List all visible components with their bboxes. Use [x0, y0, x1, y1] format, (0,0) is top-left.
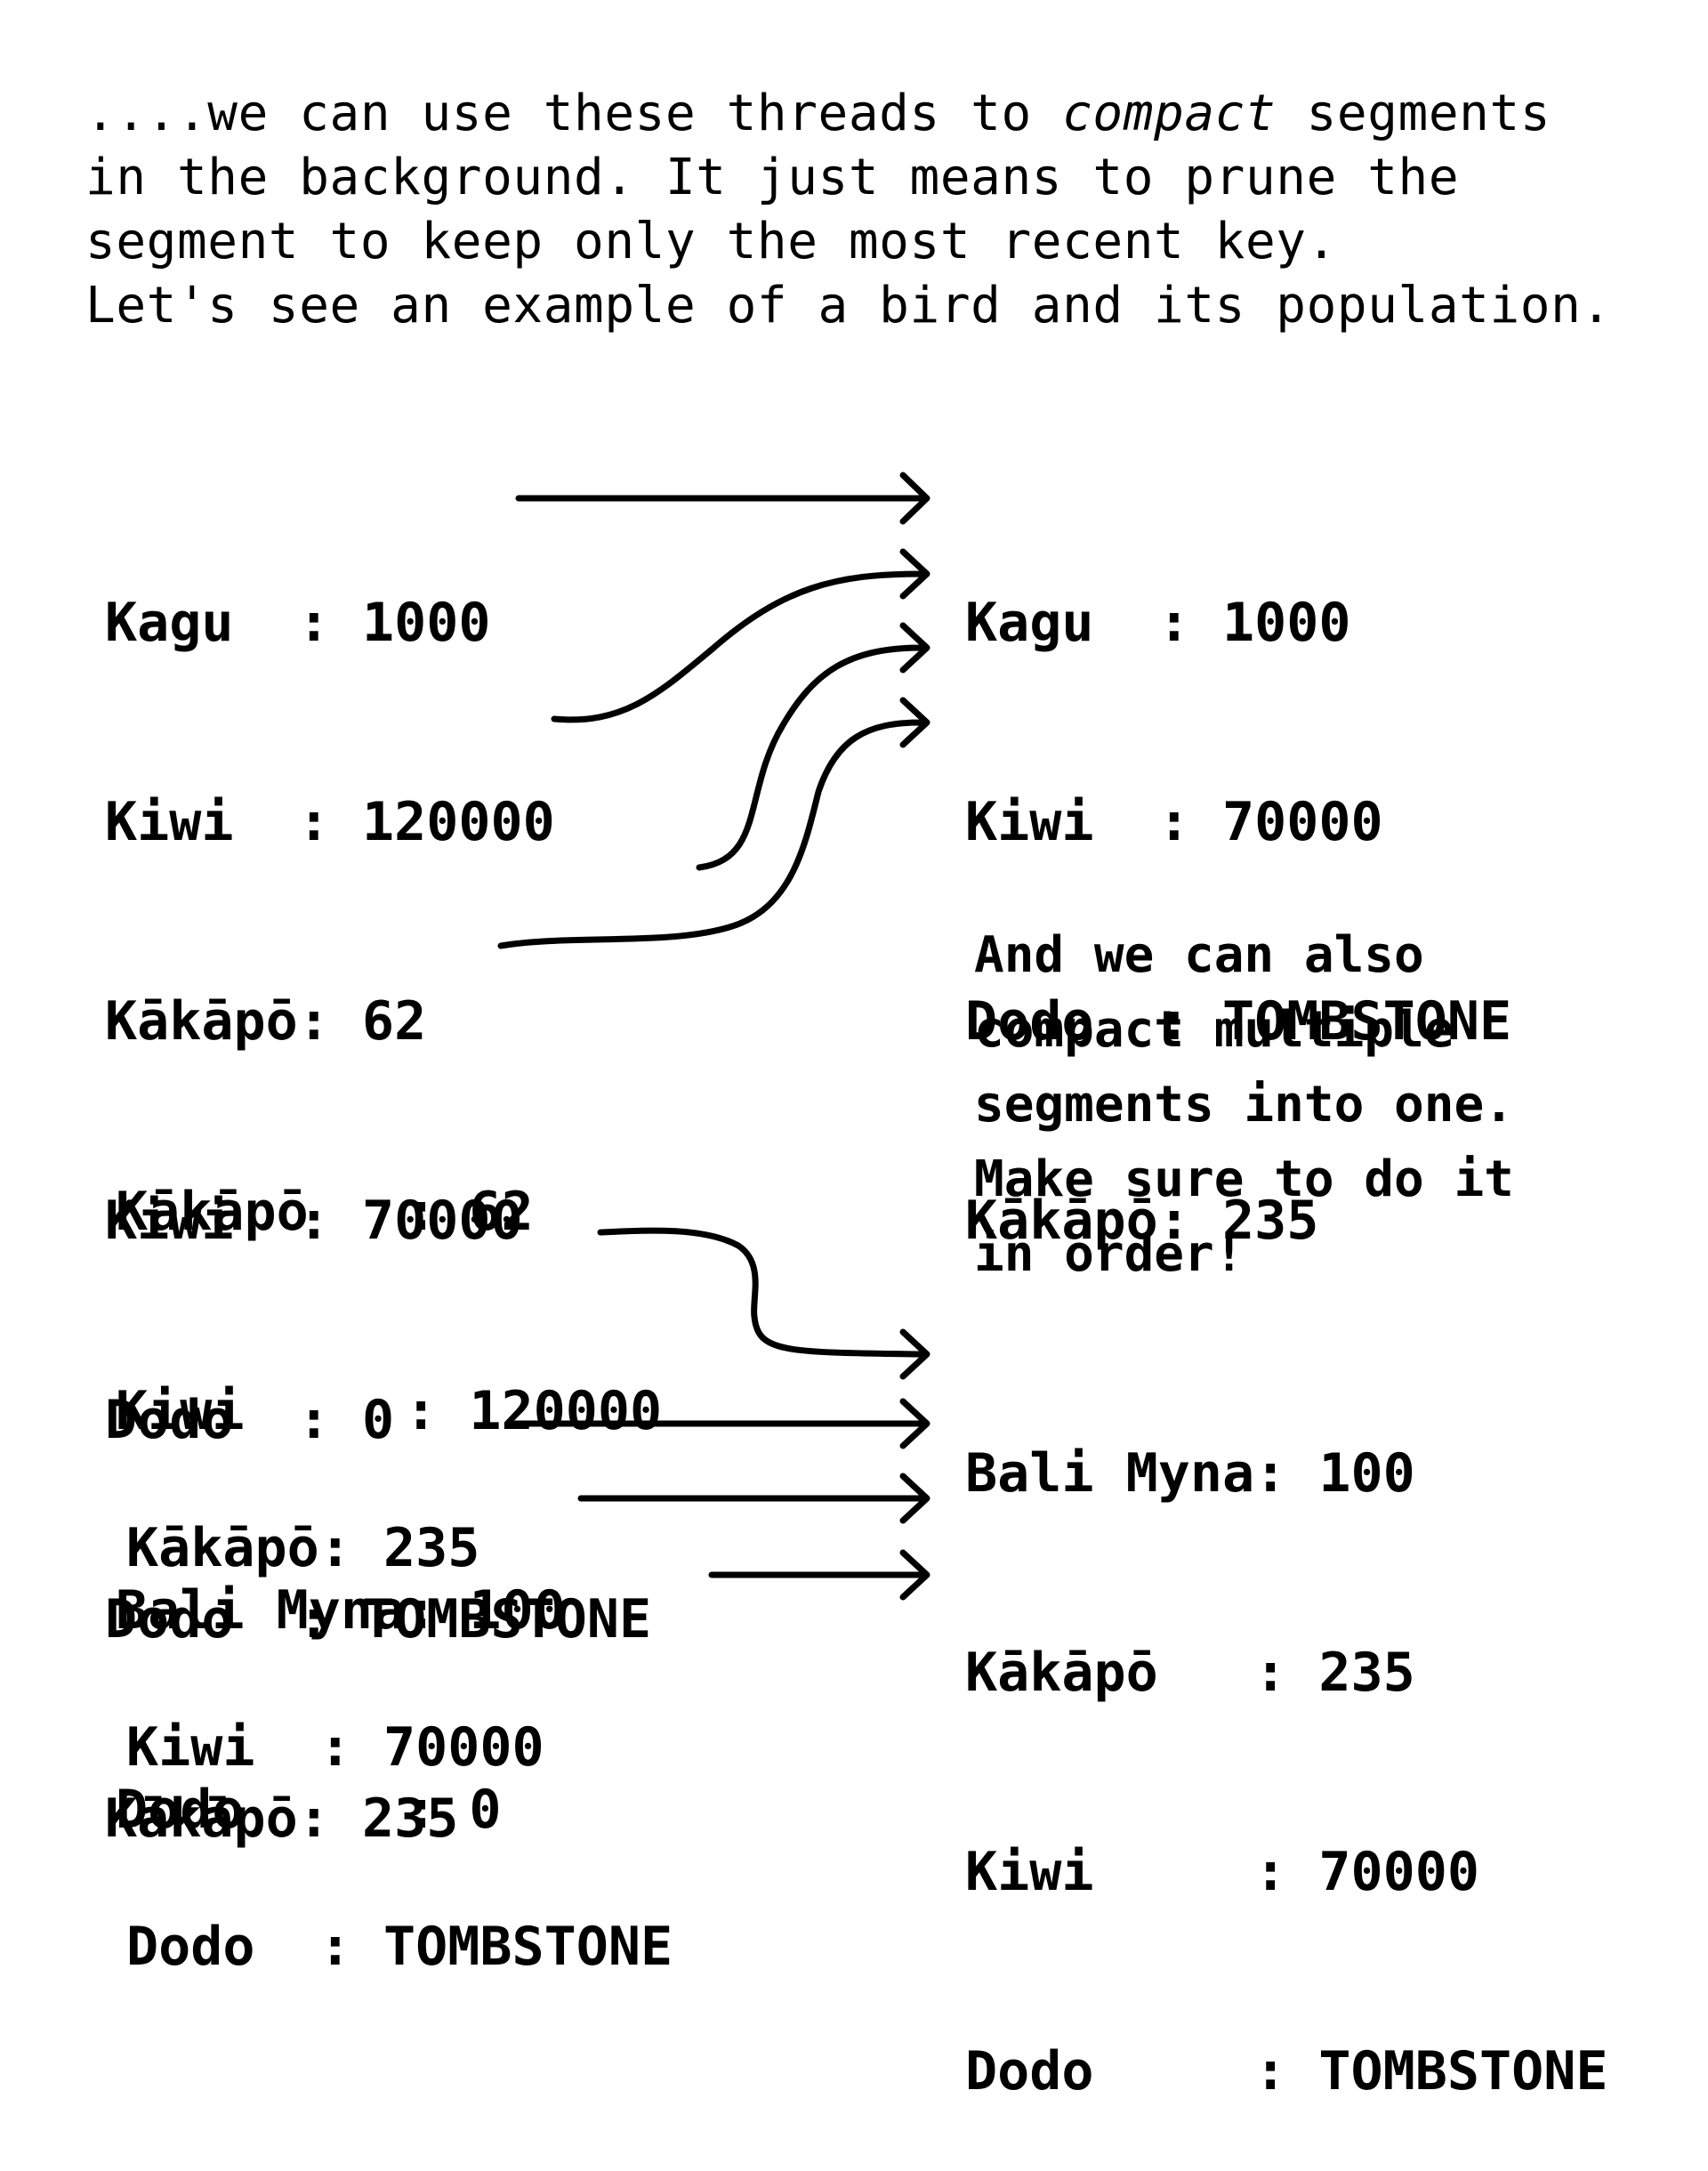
arrow-kagu	[515, 472, 931, 525]
segment-entry: Kiwi : 120000	[105, 791, 555, 853]
example-1-compacted-segment: Kagu : 1000 Kiwi : 70000 Dodo : TOMBSTON…	[965, 461, 1511, 1320]
segment-entry: Kākāpō : 235	[965, 1642, 1415, 1704]
intro-text: ....we can use these threads to compact …	[85, 82, 1687, 338]
segment-entry: Dodo : TOMBSTONE	[965, 990, 1512, 1053]
segment-entry: Dodo : TOMBSTONE	[126, 1916, 673, 1978]
arrow-kakapo	[497, 697, 931, 949]
segment-entry: Kiwi : 70000	[105, 1190, 523, 1252]
intro-text-rest: segments in the background. It just mean…	[85, 85, 1612, 335]
compaction-arrows	[497, 472, 931, 1601]
arrow-dodo-merged	[708, 1549, 931, 1601]
segment-entry: Kiwi : 70000	[965, 791, 1383, 853]
segment-entry: Kiwi : 120000	[116, 1380, 663, 1442]
segment-entry: Kākāpō: 235	[965, 1190, 1319, 1252]
arrow-kakapo-merged	[511, 1398, 931, 1449]
arrow-dodo	[696, 622, 931, 871]
segment-entry: Kākāpō: 235	[126, 1517, 480, 1579]
segment-entry: Dodo : 0	[105, 1389, 395, 1451]
segment-entry: Bali Myna: 100	[116, 1579, 566, 1642]
intro-emphasis: compact	[1062, 85, 1277, 142]
segment-entry: Kiwi : 70000	[126, 1716, 544, 1779]
intro-text-start: ....we can use these threads to	[85, 85, 1063, 142]
segment-entry: Bali Myna: 100	[965, 1442, 1415, 1505]
segment-entry: Kākāpō : 62	[116, 1181, 534, 1243]
segment-entry: Kagu : 1000	[965, 592, 1351, 654]
segment-entry: Dodo : TOMBSTONE	[105, 1588, 652, 1650]
arrow-kiwi	[551, 548, 931, 723]
arrow-kiwi-merged	[577, 1473, 931, 1524]
segment-entry: Kākāpō: 62	[105, 990, 427, 1053]
arrow-bali-myna	[597, 1227, 931, 1380]
segment-entry: Dodo : TOMBSTONE	[965, 2040, 1608, 2102]
segment-entry: Kiwi : 70000	[965, 1841, 1479, 1903]
segment-entry: Kagu : 1000	[105, 592, 491, 654]
merge-note: And we can also compact multiple segment…	[974, 926, 1514, 1283]
